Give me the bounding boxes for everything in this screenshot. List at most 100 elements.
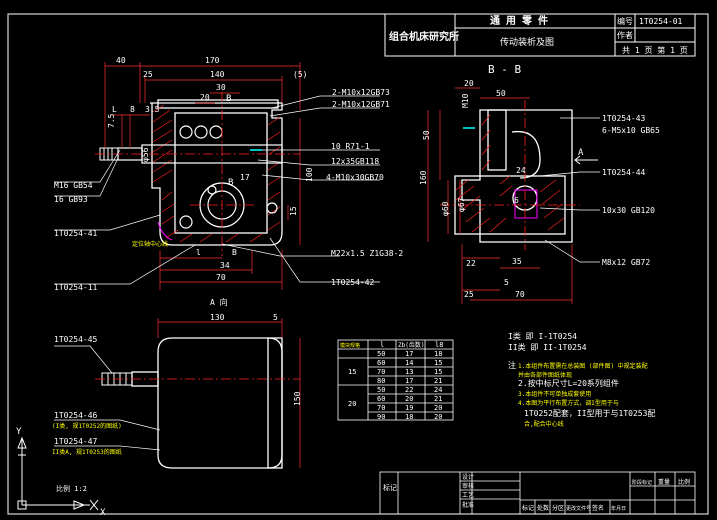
dim-bb-phi60: φ60 — [441, 201, 450, 216]
dim-front-17: 17 — [240, 173, 250, 182]
section-bb-view[interactable]: A — [440, 100, 598, 250]
bottom-col-8: 比例 — [678, 478, 690, 486]
dim-front-l: l — [196, 248, 201, 257]
dim-front-70: 70 — [216, 273, 226, 282]
table-cell: 15 — [434, 359, 442, 367]
front-hole-2 — [194, 125, 208, 139]
dim-front-100: 100 — [305, 167, 314, 182]
section-arrow-label: A — [578, 148, 584, 158]
label-key: 10x30 GB120 — [602, 206, 655, 215]
label-cover-screws: 6-M5x10 GB65 — [602, 126, 660, 135]
section-dimension-texts: 20 50 M10 50 160 φ60 φ67 22 35 5 25 70 2… — [419, 79, 526, 299]
dim-bb-50-left: 50 — [422, 130, 431, 140]
note-item-2: 2.按中标尺寸L=20系列组件 — [518, 378, 619, 388]
table-cell: 19 — [405, 404, 413, 412]
a-view-flange — [267, 337, 283, 469]
front-dimension-lines — [104, 62, 301, 290]
bottom-title-block — [379, 471, 696, 515]
bottom-col-3: 更改文件号 — [566, 505, 591, 512]
bottom-change-label: 标记 — [383, 483, 397, 492]
bottom-block-texts: 标记 设计 审核 工艺 批准 标记 处数 分区 更改文件号 签名 年月日 阶段标… — [383, 473, 690, 512]
bottom-col-6: 阶段标记 — [632, 479, 652, 486]
bottom-process: 工艺 — [462, 491, 474, 499]
table-cell: 18 — [434, 350, 442, 358]
dim-front-5: (5) — [293, 70, 307, 79]
notes: I类 即 I-1T0254 II类 即 II-1T0254 注 1.本组件布置需… — [508, 331, 655, 428]
front-view[interactable] — [95, 92, 300, 256]
institute-name: 组合机床研究所 — [389, 30, 459, 43]
a-view-title: A 向 — [210, 297, 228, 307]
section-body — [461, 109, 573, 243]
label-part46-note: (I类, 规1T0252的图纸) — [52, 422, 122, 430]
label-shaft: 1T0254-44 — [602, 168, 646, 177]
code-value: 1T0254-01 — [639, 17, 683, 26]
label-bolts: 4-M10x30GB70 — [326, 173, 384, 182]
label-part47: 1T0254-47 — [54, 437, 98, 446]
table-cell: 17 — [405, 350, 413, 358]
table-cell: 70 — [377, 404, 385, 412]
note-item-6: 合,配合中心线 — [524, 420, 564, 428]
table-cell: 20 — [434, 404, 442, 412]
front-hole-4 — [179, 215, 193, 229]
table-cell: 60 — [377, 359, 385, 367]
label-nut: M16 GB54 — [54, 181, 93, 190]
bottom-col-5: 年月日 — [611, 505, 626, 512]
table-cell: 60 — [377, 395, 385, 403]
table-cell: 50 — [377, 350, 385, 358]
a-view-dimension-texts: 130 5 150 — [210, 313, 302, 406]
section-arrow-a — [574, 155, 598, 165]
dim-front-34: 34 — [220, 261, 230, 270]
dim-front-L: L — [112, 105, 117, 114]
label-part46: 1T0254-46 — [54, 411, 98, 420]
a-view-labels: 1T0254-45 1T0254-46 (I类, 规1T0252的图纸) 1T0… — [52, 335, 122, 493]
note-item-5: 1T0252配套，II型用于与1T0253配 — [524, 408, 655, 418]
table-cell: 90 — [377, 413, 385, 421]
dim-bb-25: 25 — [464, 290, 474, 299]
a-view-leaders — [54, 345, 161, 451]
scale-note: 比例 1:2 — [56, 484, 87, 493]
dim-bb-160: 160 — [419, 170, 428, 185]
label-screw-73: 2-M10x12GB73 — [332, 88, 390, 97]
front-body-inner — [174, 112, 268, 234]
ucs-x-label: X — [100, 508, 106, 518]
section-key-highlight — [514, 189, 538, 219]
table-cell: 24 — [434, 386, 442, 394]
bottom-col-0: 标记 — [522, 504, 534, 512]
table-cell: 18 — [405, 413, 413, 421]
table-module-15: 15 — [348, 368, 356, 376]
table-cell: 20 — [405, 395, 413, 403]
dim-front-25: 25 — [143, 70, 153, 79]
dim-front-20: 20 — [200, 93, 210, 102]
dim-front-15: 15 — [289, 206, 298, 216]
bottom-approve: 批准 — [462, 501, 474, 509]
section-mark-b-top: B — [226, 94, 231, 104]
section-labels: 1T0254-43 6-M5x10 GB65 1T0254-44 10x30 G… — [602, 114, 660, 267]
table-cell: 20 — [434, 413, 442, 421]
drawing-border — [7, 13, 709, 515]
label-set-screw: M8x12 GB72 — [602, 258, 650, 267]
dim-bb-20: 20 — [464, 79, 474, 88]
size-table-texts: 模块规格 l Zb(齿数) l8 15 20 50 17 18 60 14 15… — [340, 341, 443, 421]
bottom-col-7: 重量 — [658, 478, 670, 486]
label-screw-71: 2-M10x12GB71 — [332, 100, 390, 109]
section-cover — [487, 109, 507, 171]
note-item-1b: 并由各部件图纸体现 — [518, 371, 572, 379]
section-bb-title: B - B — [488, 63, 521, 76]
note-label: 注 — [508, 360, 516, 370]
table-cell: 80 — [377, 377, 385, 385]
note-type-ii: II类 即 II-1T0254 — [508, 342, 587, 352]
a-view[interactable] — [95, 337, 300, 469]
note-type-i: I类 即 I-1T0254 — [508, 331, 577, 341]
front-body-outline — [150, 102, 283, 246]
table-cell: 50 — [377, 386, 385, 394]
sheet-info: 共 1 页 第 1 页 — [622, 45, 688, 55]
front-hole-5 — [266, 202, 278, 214]
front-hole-1 — [179, 125, 193, 139]
front-dimension-texts: 40 170 25 140 (5) 20 30 L 8 3.5 7.5 φ56 … — [107, 56, 314, 282]
front-center-lines — [95, 92, 300, 256]
dim-bb-5: 5 — [504, 278, 509, 287]
author-label: 作者 — [617, 30, 633, 40]
table-header-3: l8 — [435, 341, 443, 349]
dim-bb-phi67: φ67 — [457, 197, 466, 212]
